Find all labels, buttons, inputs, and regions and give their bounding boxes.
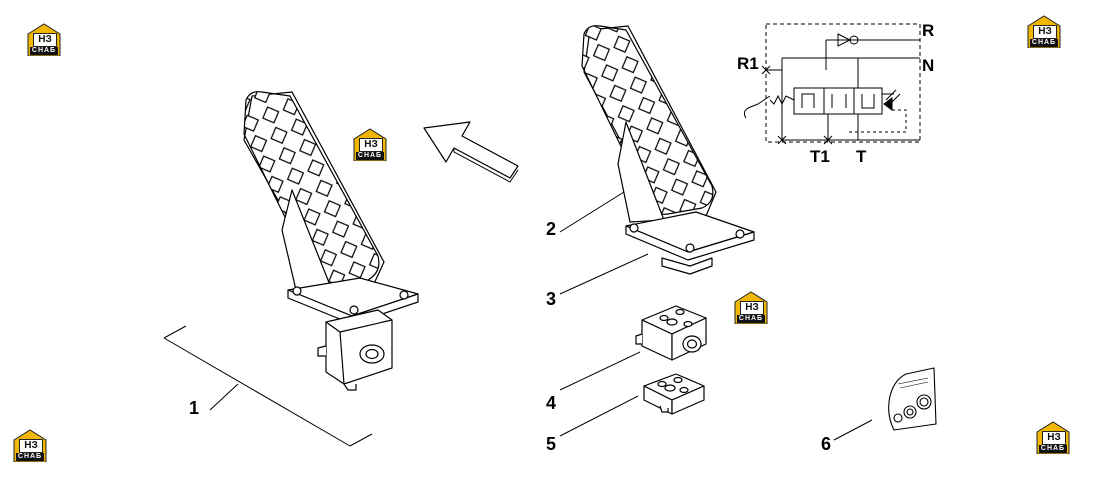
- valve-block-part-4: [635, 305, 707, 361]
- watermark-logo: НЗ СНАБ: [1026, 14, 1062, 48]
- plate-part-3: [625, 211, 755, 275]
- watermark-logo: НЗ СНАБ: [352, 127, 388, 161]
- callout-4: 4: [546, 393, 557, 413]
- watermark-logo: НЗ СНАБ: [733, 290, 769, 324]
- callout-3: 3: [546, 289, 557, 309]
- base-block-part-5: [643, 373, 705, 415]
- callout-1: 1: [189, 398, 200, 418]
- port-label-r: R: [922, 21, 935, 40]
- seal-kit-part-6: [888, 367, 937, 431]
- callout-2: 2: [546, 219, 557, 239]
- hydraulic-schematic: [743, 23, 921, 145]
- callout-5: 5: [546, 434, 557, 454]
- watermark-logo: НЗ СНАБ: [1035, 420, 1071, 454]
- port-label-r1: R1: [737, 54, 759, 73]
- watermark-logo: НЗ СНАБ: [12, 428, 48, 462]
- watermark-logo: НЗ СНАБ: [26, 22, 62, 56]
- port-label-t: T: [856, 147, 867, 166]
- callout-6: 6: [821, 434, 832, 454]
- direction-arrow: [423, 121, 519, 179]
- port-label-n: N: [922, 56, 935, 75]
- part1-bracket: [163, 325, 373, 447]
- port-label-t1: T1: [810, 147, 830, 166]
- pedal-part-2: [581, 25, 717, 223]
- pedal-assembly-left: [243, 91, 419, 391]
